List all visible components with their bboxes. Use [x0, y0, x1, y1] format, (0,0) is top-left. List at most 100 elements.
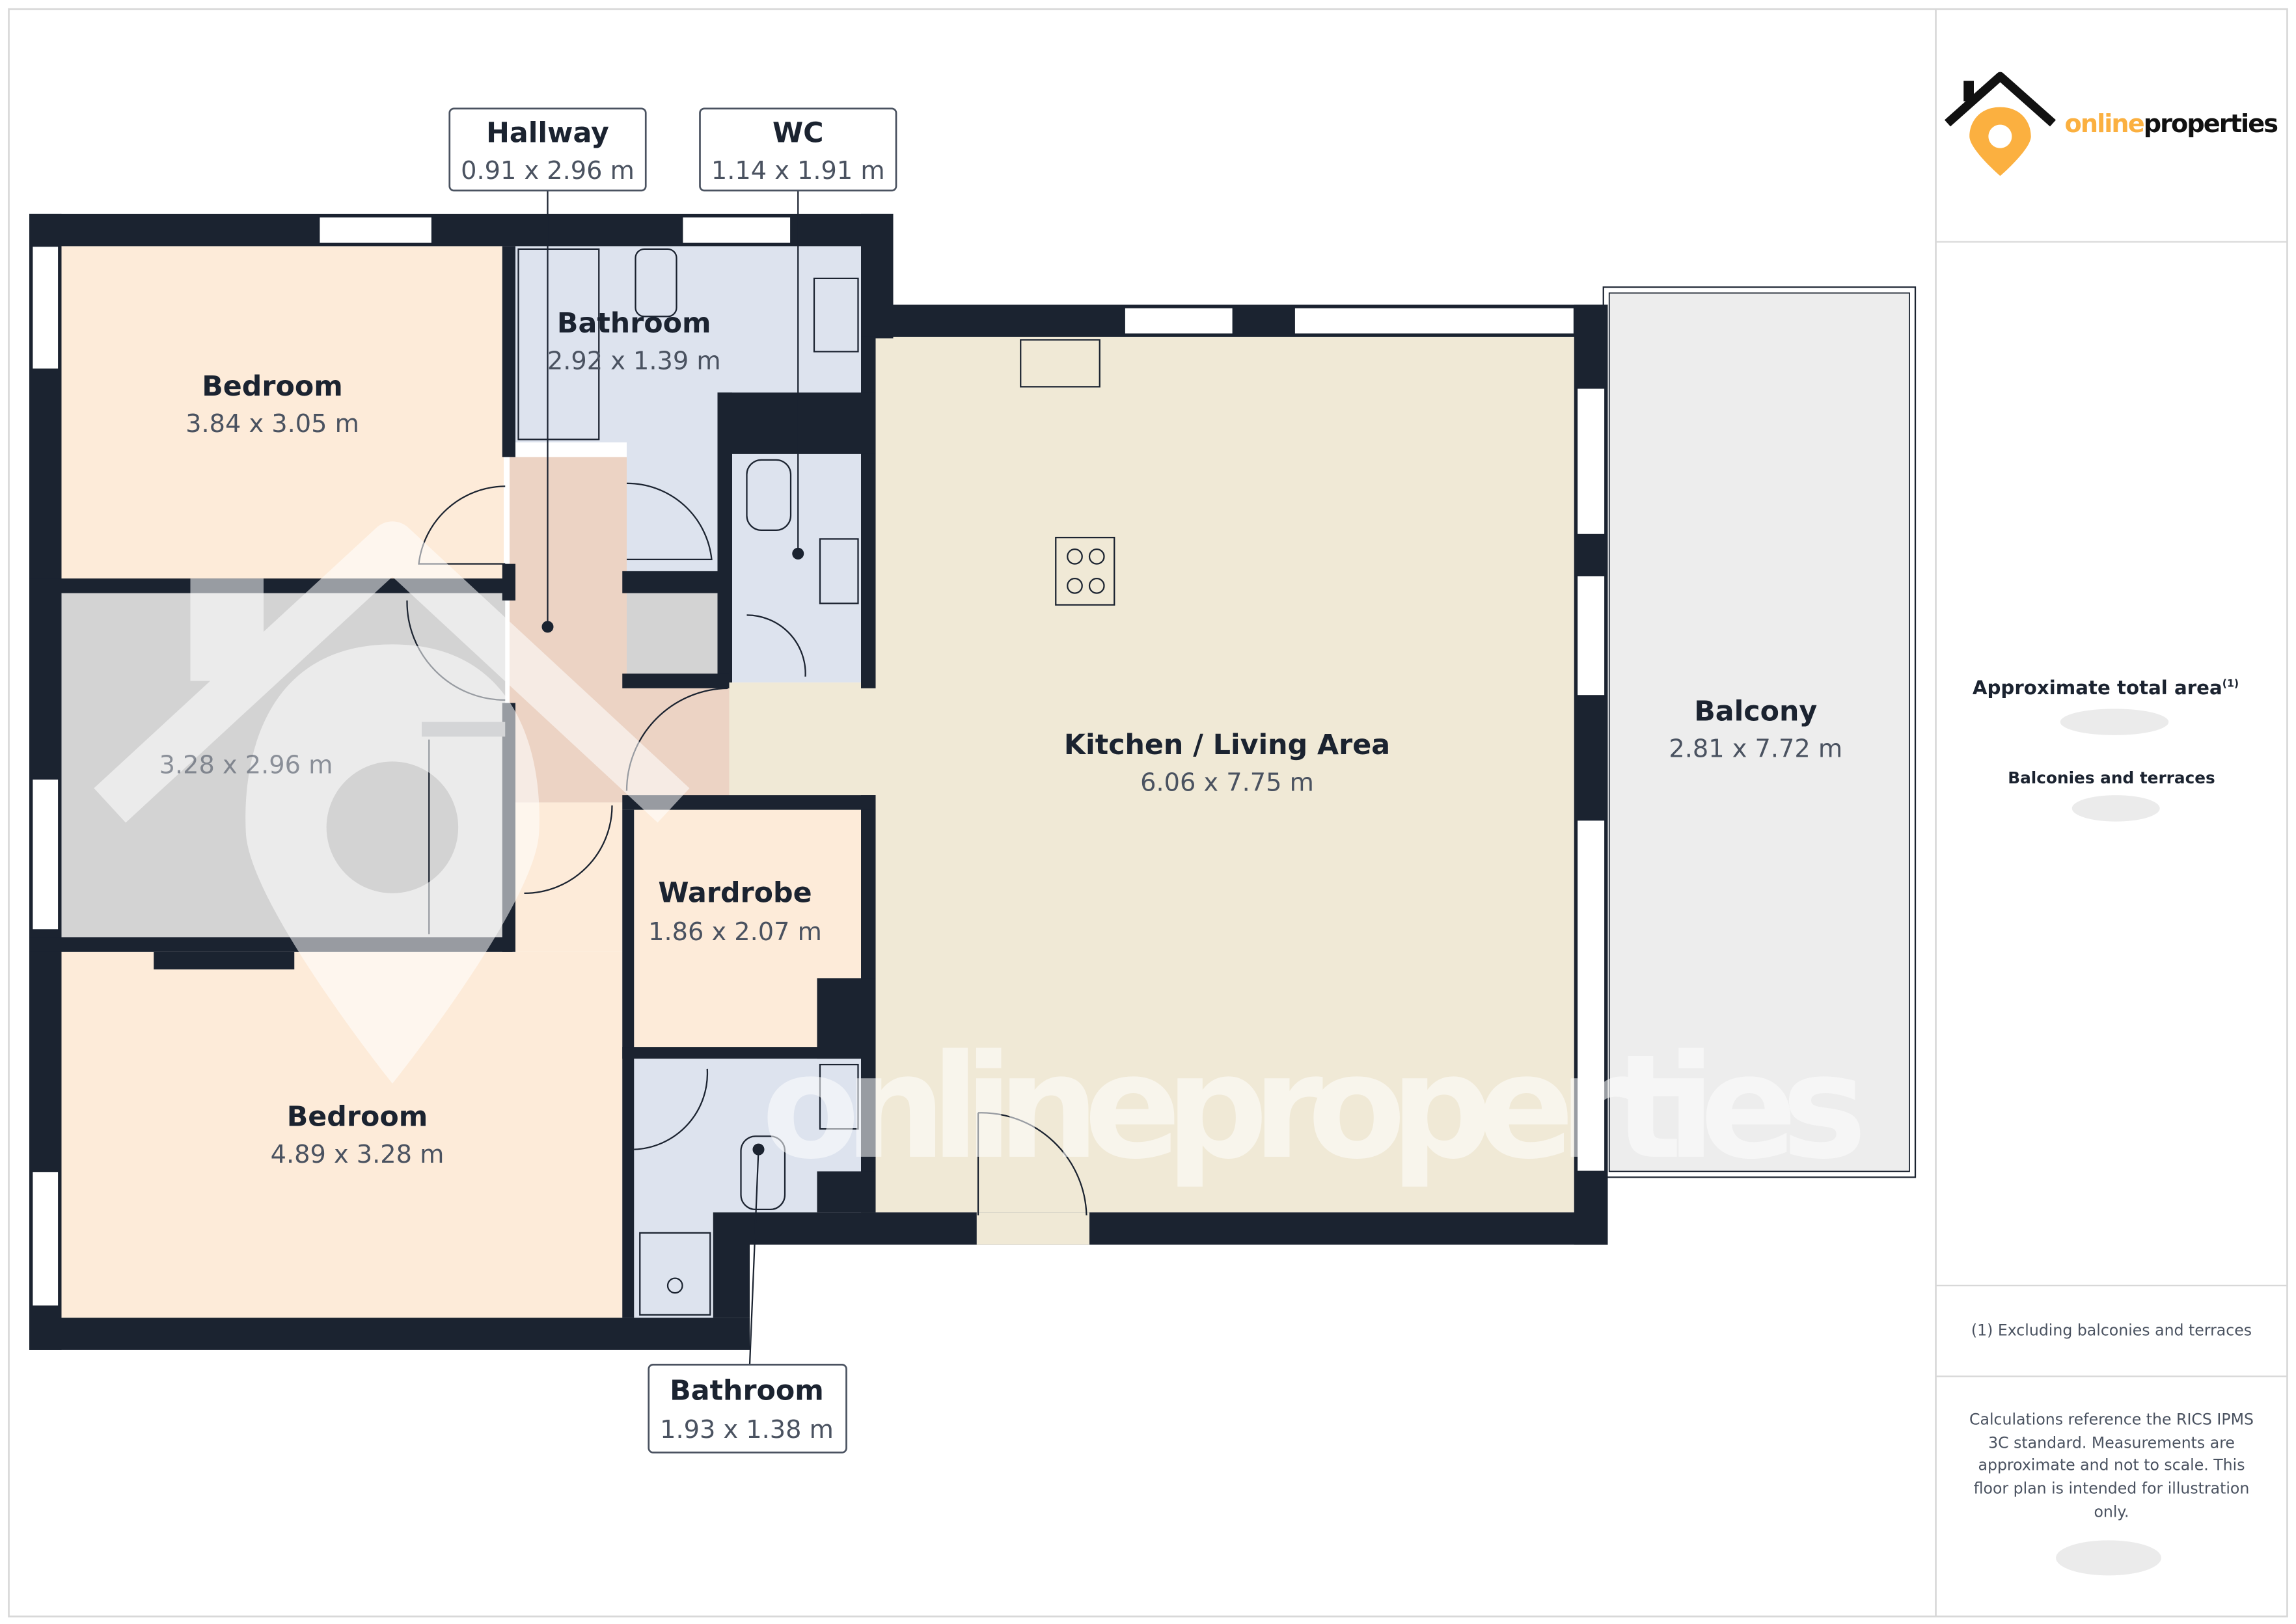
window	[1576, 575, 1606, 697]
total-area-label: Approximate total area(1)	[1973, 677, 2239, 699]
wc-toilet	[746, 459, 792, 531]
watermark-house-icon	[94, 521, 690, 823]
tag-dims: 0.91 x 2.96 m	[461, 156, 635, 185]
hob	[1055, 536, 1115, 606]
hob-ring	[1088, 548, 1105, 565]
wall	[622, 673, 730, 688]
room-dims: 2.92 x 1.39 m	[547, 346, 721, 375]
tag-wc: WC 1.14 x 1.91 m	[699, 107, 897, 192]
tag-bathroom-2: Bathroom 1.93 x 1.38 m	[648, 1364, 847, 1454]
window	[31, 778, 59, 931]
balcony-inner	[1608, 292, 1910, 1172]
tag-box	[699, 107, 897, 192]
wall	[622, 1047, 876, 1059]
room-dims: 3.84 x 3.05 m	[185, 409, 359, 439]
bath2-sink	[819, 1064, 859, 1130]
wall	[502, 246, 515, 457]
wall	[622, 809, 635, 1318]
kitchen-sink	[1020, 339, 1100, 388]
wc-sink	[819, 538, 859, 604]
tag-hallway: Hallway 0.91 x 2.96 m	[448, 107, 647, 192]
window	[681, 216, 791, 244]
watermark-text: onlineproperties	[761, 1024, 1867, 1191]
disclaimer-line: Calculations reference the RICS IPMS	[1969, 1411, 2254, 1429]
watermark: onlineproperties	[94, 521, 1867, 1191]
window	[1294, 306, 1575, 335]
redacted-area-value	[2060, 709, 2169, 735]
door-swing	[634, 1068, 709, 1150]
tag-dims: 1.93 x 1.38 m	[660, 1415, 834, 1444]
logo-pin-icon	[1969, 107, 2031, 176]
disclaimer-line: only.	[2094, 1502, 2129, 1521]
room-dims: 3.28 x 2.96 m	[159, 750, 333, 779]
bath-toilet	[635, 248, 677, 318]
room-dims: 4.89 x 3.28 m	[271, 1140, 444, 1169]
room-name: Bedroom	[287, 1101, 428, 1133]
hob-ring	[1067, 548, 1083, 565]
room-bathroom-1-ext	[627, 439, 718, 571]
disclaimer-line: floor plan is intended for illustration	[1974, 1479, 2250, 1497]
wall	[622, 795, 876, 810]
door-swing	[626, 482, 713, 560]
wall	[713, 1212, 750, 1318]
room-wc	[732, 453, 861, 683]
window	[318, 216, 433, 244]
room-name: Kitchen / Living Area	[1064, 729, 1390, 761]
hob-ring	[1088, 577, 1105, 594]
window	[1124, 306, 1234, 335]
footnote: (1) Excluding balconies and terraces	[1971, 1321, 2252, 1339]
tag-dot	[752, 1143, 765, 1156]
window	[31, 1171, 59, 1307]
door-swing	[977, 1112, 1087, 1215]
room-name: Bedroom	[202, 370, 343, 403]
bath2-shower	[639, 1232, 711, 1316]
tag-name: Hallway	[486, 117, 609, 150]
redacted-balcony-value	[2071, 795, 2160, 822]
drain	[666, 1277, 683, 1294]
wall	[817, 1171, 876, 1213]
window	[1576, 819, 1606, 1172]
room-bathroom-1-store	[627, 593, 718, 679]
balconies-label: Balconies and terraces	[2008, 768, 2215, 787]
wall	[750, 1212, 1608, 1245]
room-dims: 6.06 x 7.75 m	[1140, 768, 1314, 797]
door-swing	[746, 614, 806, 677]
logo-roof-icon	[1945, 72, 2056, 127]
wall	[502, 563, 515, 601]
tag-box	[648, 1364, 847, 1454]
disclaimer-line: 3C standard. Measurements are	[1988, 1434, 2235, 1452]
room-dims: 2.81 x 7.72 m	[1669, 735, 1842, 764]
sink	[813, 277, 859, 353]
wall	[861, 336, 876, 688]
hob-ring	[1067, 577, 1083, 594]
wall	[154, 951, 295, 969]
wall	[29, 1318, 750, 1350]
tag-dot	[541, 621, 554, 633]
window	[31, 245, 59, 370]
tag-dot	[792, 547, 804, 560]
tag-dims: 1.14 x 1.91 m	[711, 156, 885, 185]
brand-logo: onlineproperties	[1945, 72, 2279, 176]
room-bedroom-1	[61, 246, 504, 580]
wall	[622, 571, 720, 593]
watermark-chimney	[190, 578, 264, 681]
room-kitchen	[875, 336, 1574, 1213]
room-name: Bathroom	[557, 307, 711, 340]
watermark-pin-icon	[245, 644, 540, 1084]
wall	[717, 392, 876, 454]
bath2-toilet	[740, 1135, 786, 1210]
entrance-gap	[976, 1212, 1089, 1245]
wall	[717, 392, 732, 683]
window	[1576, 387, 1606, 535]
redacted-signature	[2056, 1540, 2161, 1576]
tag-name: WC	[772, 117, 824, 150]
tag-connector	[748, 1149, 759, 1365]
tag-box	[448, 107, 647, 192]
wall	[29, 578, 513, 593]
logo-text: onlineproperties	[2065, 109, 2279, 139]
room-kitchen-ext	[729, 682, 876, 800]
room-name: Balcony	[1694, 695, 1817, 727]
shower	[517, 248, 600, 440]
disclaimer-line: approximate and not to scale. This	[1978, 1455, 2245, 1474]
